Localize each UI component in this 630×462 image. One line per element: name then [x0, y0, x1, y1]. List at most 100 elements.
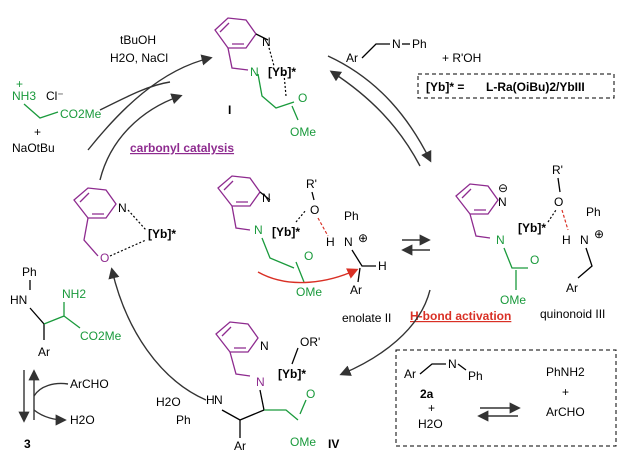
- complex-IV-label: IV: [328, 437, 339, 451]
- complex-II-o: O: [304, 249, 313, 263]
- complex-II-ome: OMe: [296, 285, 322, 299]
- arrow-IV-to-aldehyde: [108, 267, 207, 401]
- complex-I-o: O: [298, 91, 307, 105]
- product-ar: Ar: [38, 345, 50, 359]
- legend-box: [Yb]* = L-Ra(OiBu)2/YbIII: [417, 73, 615, 99]
- complex-I-n1: N: [262, 35, 271, 49]
- complex-II-yb: [Yb]*: [272, 225, 300, 239]
- eq-plus2: +: [562, 385, 569, 399]
- imine-ar: Ar: [346, 51, 358, 65]
- complex-I-yb: [Yb]*: [268, 65, 296, 79]
- product-id-label: 3: [24, 437, 31, 451]
- complex-IV-ar: Ar: [234, 439, 246, 453]
- product-ph: Ph: [22, 265, 37, 279]
- reagents-top-left: tBuOH H2O, NaCl + NH3 Cl⁻ CO2Me + NaOtBu: [12, 33, 213, 155]
- complex-II-h: H: [326, 235, 335, 249]
- complex-III-minus: ⊖: [498, 181, 508, 195]
- glycine-plus: +: [16, 77, 23, 91]
- complex-III-o2: O: [554, 195, 563, 209]
- eq-plus: +: [428, 401, 435, 415]
- complex-II: N [Yb]* N O OMe R' O H N Ph ⊕ H Ar enola…: [217, 175, 391, 325]
- complex-II-plus: ⊕: [358, 231, 368, 245]
- complex-IV-or: OR': [300, 335, 320, 349]
- complex-II-h2: H: [378, 259, 387, 273]
- arrow-to-I: [87, 54, 213, 151]
- eq-h2o: H2O: [418, 417, 443, 431]
- complex-I-ome: OMe: [290, 125, 316, 139]
- arrow-archo-in: [33, 382, 69, 397]
- complex-III-n2: N: [496, 233, 505, 247]
- complex-III-ar: Ar: [566, 281, 578, 295]
- legend-lhs: [Yb]* =: [426, 80, 464, 94]
- arrow-III-to-IV: [339, 289, 431, 376]
- complex-III-r: R': [552, 163, 563, 177]
- complex-III-h: H: [562, 233, 571, 247]
- eq-ar: Ar: [404, 367, 416, 381]
- product-co2me: CO2Me: [80, 329, 122, 343]
- complex-III-n3: N: [580, 233, 589, 247]
- product-hn: HN: [10, 293, 27, 307]
- imine-n: N: [392, 37, 401, 51]
- complex-III-yb: [Yb]*: [518, 221, 546, 235]
- complex-IV-nh: N: [214, 393, 223, 407]
- h2o-nacl-label: H2O, NaCl: [110, 51, 168, 65]
- complex-II-ar: Ar: [350, 283, 362, 297]
- h2o-left-label: H2O: [156, 395, 181, 409]
- arrow-I-to-III: [327, 55, 432, 163]
- complex-II-label: enolate II: [342, 311, 391, 325]
- complex-III-label: quinonoid III: [540, 307, 605, 321]
- complex-IV-o: O: [306, 387, 315, 401]
- complex-IV-n2: N: [256, 375, 265, 389]
- product-nh2: NH2: [62, 287, 86, 301]
- arrow-III-to-I: [329, 70, 421, 167]
- complex-I-n2: N: [250, 65, 259, 79]
- arrow-aldehyde-to-I: [99, 93, 183, 181]
- complex-II-n1: N: [262, 191, 271, 205]
- glycine-co2me: CO2Me: [60, 107, 102, 121]
- complex-III-ome: OMe: [500, 293, 526, 307]
- product: Ph HN Ar NH2 CO2Me: [10, 265, 122, 359]
- complex-II-r: R': [306, 177, 317, 191]
- glycine-cl: Cl⁻: [46, 89, 64, 103]
- complex-III: N ⊖ [Yb]* N O OMe R' O H N Ph ⊕ Ar quino…: [455, 163, 605, 321]
- complex-III-n1: N: [498, 195, 507, 209]
- glycine-nh3: NH3: [12, 89, 36, 103]
- carbonyl-catalysis-label: carbonyl catalysis: [130, 141, 234, 155]
- aldehyde-yb: [Yb]*: [148, 227, 176, 241]
- legend-rhs: L-Ra(OiBu)2/YbIII: [486, 80, 585, 94]
- naotbu-label: NaOtBu: [12, 141, 55, 155]
- aldehyde-n: N: [118, 201, 127, 215]
- complex-IV-n1: N: [260, 339, 269, 353]
- arrow-h2o-out: [33, 409, 67, 426]
- complex-I: N [Yb]* N O OMe I: [214, 17, 316, 139]
- complex-IV: N [Yb]* OR' N O OMe H N Ph Ar IV: [176, 321, 339, 453]
- imine-ph: Ph: [412, 37, 427, 51]
- complex-III-o: O: [530, 253, 539, 267]
- complex-IV-ome: OMe: [290, 435, 316, 449]
- eq-ph: Ph: [468, 369, 483, 383]
- reagents-top-right: Ar N Ph + R'OH: [346, 37, 481, 65]
- tbuoh-label: tBuOH: [120, 33, 156, 47]
- hbond-activation-label: H-bond activation: [410, 309, 511, 323]
- complex-I-label: I: [228, 103, 231, 117]
- h2o-down-label: H2O: [70, 413, 95, 427]
- complex-IV-h: H: [206, 393, 215, 407]
- eq-archo: ArCHO: [546, 405, 585, 419]
- arrow-in-reagents: [99, 81, 171, 111]
- eq-phnh2: PhNH2: [546, 365, 585, 379]
- equilibrium-box: Ar N Ph 2a + H2O PhNH2 + ArCHO: [395, 349, 617, 447]
- archo-label: ArCHO: [70, 377, 109, 391]
- red-attack-arrow: [257, 268, 359, 284]
- eq-id: 2a: [420, 387, 434, 401]
- complex-II-n3: N: [344, 235, 353, 249]
- complex-II-n2: N: [254, 223, 263, 237]
- aldehyde-o: O: [100, 251, 109, 265]
- plus-1: +: [34, 125, 41, 139]
- complex-II-ph: Ph: [344, 209, 359, 223]
- complex-IV-yb: [Yb]*: [278, 367, 306, 381]
- complex-IV-ph: Ph: [176, 413, 191, 427]
- eq-n: N: [448, 357, 457, 371]
- complex-II-o2: O: [310, 203, 319, 217]
- complex-III-ph: Ph: [586, 205, 601, 219]
